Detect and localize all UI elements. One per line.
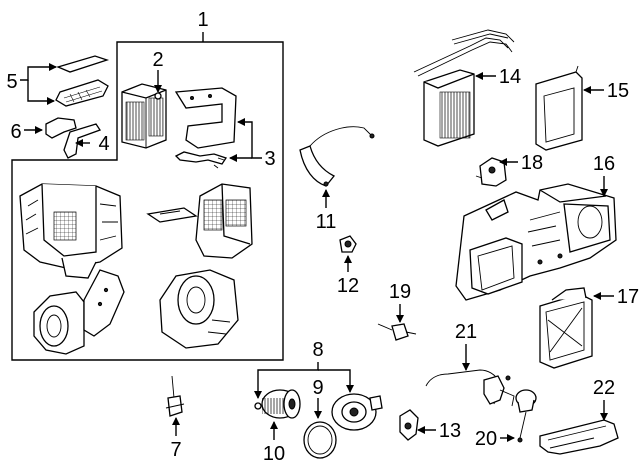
callout-20: 20 bbox=[475, 428, 497, 450]
part-8-blower-motor bbox=[331, 393, 383, 431]
part-21-harness bbox=[425, 369, 515, 407]
callout-11: 11 bbox=[316, 211, 337, 233]
part-14-heater-core bbox=[413, 29, 515, 147]
callout-9: 9 bbox=[312, 377, 323, 399]
callout-7: 7 bbox=[170, 439, 181, 461]
part-12-grommet bbox=[339, 235, 357, 253]
part-22-duct bbox=[539, 419, 619, 455]
part-1-blower-housing bbox=[19, 183, 123, 279]
callout-10: 10 bbox=[263, 443, 285, 465]
part-1-scroll-halves bbox=[33, 269, 125, 355]
part-2-core-case bbox=[121, 83, 167, 149]
callout-14: 14 bbox=[499, 66, 521, 88]
assembly-outline bbox=[11, 32, 284, 361]
callout-8: 8 bbox=[312, 339, 323, 361]
part-1-blower-scroll bbox=[159, 269, 239, 349]
part-10-blower-wheel bbox=[261, 389, 301, 419]
callout-17: 17 bbox=[617, 286, 639, 308]
part-5-doors bbox=[55, 55, 110, 107]
part-8-clip bbox=[254, 402, 262, 410]
part-13-connector bbox=[399, 409, 419, 441]
callout-12: 12 bbox=[337, 275, 359, 297]
part-9-gasket bbox=[303, 421, 337, 459]
callout-5: 5 bbox=[6, 71, 17, 93]
callout-21: 21 bbox=[455, 321, 477, 343]
callout-13: 13 bbox=[439, 420, 461, 442]
callout-3: 3 bbox=[264, 148, 275, 170]
part-16-plenum bbox=[455, 183, 617, 301]
callout-3-leaders bbox=[229, 118, 262, 162]
part-17-evaporator bbox=[539, 287, 593, 369]
callout-16: 16 bbox=[593, 153, 615, 175]
part-7-sensor bbox=[165, 375, 185, 417]
callout-1: 1 bbox=[197, 9, 208, 31]
callout-8-leaders bbox=[254, 362, 354, 399]
callout-6: 6 bbox=[10, 121, 21, 143]
part-20-vacuum-actuator bbox=[515, 389, 537, 443]
callout-4: 4 bbox=[98, 133, 109, 155]
part-1-evap-case bbox=[195, 183, 253, 259]
callout-2: 2 bbox=[152, 49, 163, 71]
part-15-seal bbox=[535, 65, 583, 151]
part-4-bracket bbox=[63, 123, 101, 159]
callout-18: 18 bbox=[521, 152, 543, 174]
callout-19: 19 bbox=[389, 281, 411, 303]
part-11-cable bbox=[299, 126, 375, 187]
part-1-filter-plate bbox=[146, 207, 198, 223]
part-6-bracket bbox=[45, 117, 77, 139]
part-3-seal-frame bbox=[174, 87, 237, 169]
callout-5-leaders bbox=[20, 63, 57, 105]
part-19-valve bbox=[377, 323, 417, 341]
callout-15: 15 bbox=[607, 80, 629, 102]
callout-22: 22 bbox=[593, 377, 615, 399]
